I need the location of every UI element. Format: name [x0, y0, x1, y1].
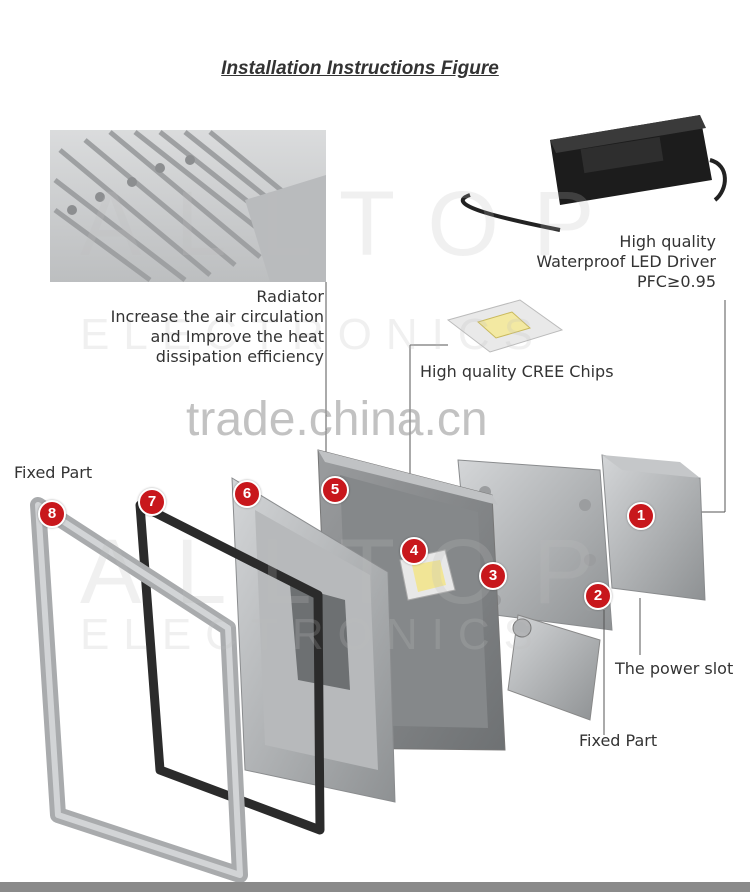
badge-8: 8 — [38, 500, 66, 528]
badge-1: 1 — [627, 502, 655, 530]
radiator-label-line-1: Radiator — [256, 287, 324, 306]
watermark-brand-bottom: ALLTOP — [80, 521, 629, 623]
badge-5: 5 — [321, 476, 349, 504]
mounting-bracket — [507, 614, 601, 721]
driver-label-line-1: High quality — [619, 232, 716, 251]
fixed-part-left-label: Fixed Part — [14, 463, 93, 482]
driver-label-line-2: Waterproof LED Driver — [536, 252, 716, 271]
watermark-sub-bottom: ELECTRONICS — [80, 610, 547, 659]
watermark-brand-top: ALLTOP — [80, 173, 629, 275]
watermark-sub-top: ELECTRONICS — [80, 310, 547, 359]
badge-7: 7 — [138, 488, 166, 516]
bottom-bar — [0, 882, 750, 892]
badge-3: 3 — [479, 562, 507, 590]
badge-2: 2 — [584, 582, 612, 610]
radiator-label: Radiator Increase the air circulation an… — [90, 287, 324, 367]
badge-6: 6 — [233, 480, 261, 508]
front-frame — [30, 497, 248, 883]
radiator-label-line-3: and Improve the heat — [150, 327, 324, 346]
fixed-part-bottom-label: Fixed Part — [579, 731, 658, 750]
badge-4: 4 — [400, 537, 428, 565]
radiator-label-line-2: Increase the air circulation — [110, 307, 324, 326]
figure-title: Installation Instructions Figure — [221, 58, 499, 79]
back-housing — [601, 454, 706, 601]
driver-label-line-3: PFC≥0.95 — [636, 272, 716, 291]
radiator-label-line-4: dissipation efficiency — [155, 347, 324, 366]
power-slot-label: The power slot — [615, 659, 734, 678]
black-gasket — [135, 500, 325, 835]
watermark-trade: trade.china.cn — [186, 393, 488, 446]
chips-label: High quality CREE Chips — [420, 362, 614, 381]
cree-chip — [446, 299, 564, 353]
driver-label: High quality Waterproof LED Driver PFC≥0… — [500, 232, 716, 292]
radiator-photo — [50, 130, 326, 283]
led-driver — [460, 115, 727, 232]
